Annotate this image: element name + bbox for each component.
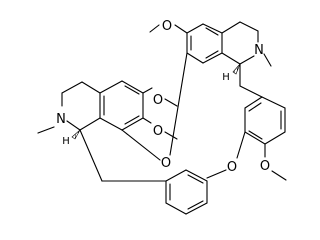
atom-o-right-ether: O [227,160,237,175]
structure-canvas: O N H O O N H O O O [37,19,287,215]
upper-right-benzene-ring [186,23,223,64]
atom-o-right-methoxy: O [260,159,270,174]
atom-n-upper-right: N [254,43,264,58]
atom-h-lower-left: H [62,136,70,147]
upper-right-stereo-center [232,63,241,75]
atom-n-lower-left: N [56,112,66,127]
atom-h-upper-right: H [222,72,230,83]
upper-right-piperidine-ring [221,21,272,67]
lower-left-methylene-linker [79,129,167,182]
atom-o-lower-left-methoxy-lower: O [153,124,163,139]
lower-left-stereo-center [71,129,81,140]
lower-left-methoxy-lower [142,117,178,140]
right-benzene-ring [244,96,286,145]
lower-central-benzene-ring [165,169,208,215]
right-diaryl-ether [206,131,246,179]
atom-o-upper-methoxy: O [162,19,172,34]
central-diaryl-ether [121,52,188,161]
lower-left-piperidine-ring [37,81,101,134]
lower-left-methoxy-upper [142,87,178,107]
atom-o-lower-left-methoxy-upper: O [153,93,163,108]
right-methoxy-group [264,143,287,181]
upper-right-ethyl-linker [239,63,263,98]
molecule-diagram: O N H O O N H O O O [37,19,287,215]
atom-o-central-ether: O [161,156,171,171]
lower-left-benzene-ring [99,80,144,131]
upper-methoxy-group [149,24,188,34]
